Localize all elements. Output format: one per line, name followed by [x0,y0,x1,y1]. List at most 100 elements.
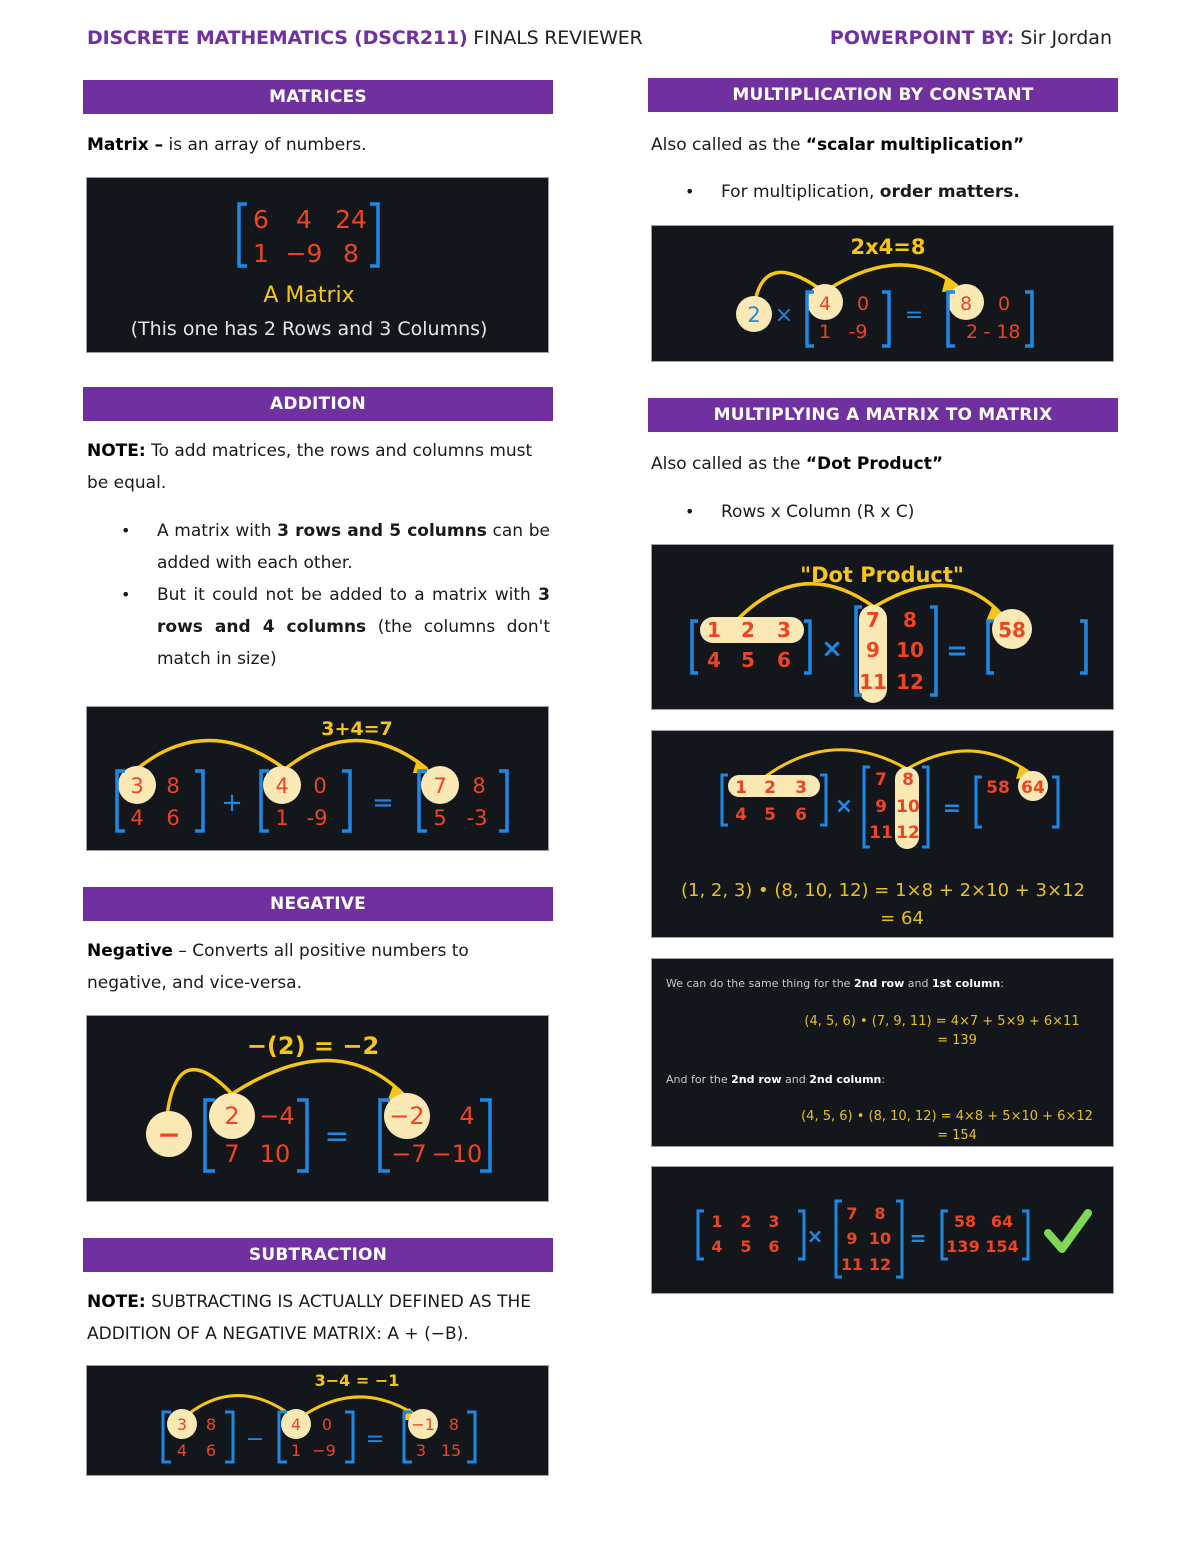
subtraction-figure: 3−4 = −1 − = 3 8 4 6 4 0 1 −9 −1 8 3 15 [86,1365,549,1476]
svg-text:10: 10 [896,638,924,662]
svg-text:9: 9 [846,1229,857,1248]
svg-text:8: 8 [903,608,917,632]
svg-text:8: 8 [874,1204,885,1223]
svg-text:10: 10 [869,1229,891,1248]
multiply-operator: × [775,303,793,328]
svg-text:58: 58 [954,1212,976,1231]
svg-text:6: 6 [795,805,807,825]
svg-text:−10: −10 [432,1140,483,1168]
formula-line: (1, 2, 3) • (8, 10, 12) = 1×8 + 2×10 + 3… [681,880,1085,901]
svg-text:10: 10 [896,797,920,817]
svg-text:3: 3 [777,618,791,642]
equals-operator: = [910,1226,927,1250]
formula-line: (4, 5, 6) • (8, 10, 12) = 4×8 + 5×10 + 6… [801,1109,1093,1124]
svg-text:2: 2 [741,618,755,642]
svg-text:4: 4 [459,1102,474,1130]
subtraction-note: NOTE: SUBTRACTING IS ACTUALLY DEFINED AS… [87,1286,550,1350]
subtraction-label: 3−4 = −1 [315,1371,400,1390]
svg-text:0: 0 [857,293,869,315]
svg-text:4: 4 [711,1237,722,1256]
svg-text:4: 4 [177,1441,187,1460]
svg-text:8: 8 [902,770,914,790]
checkmark-icon [1044,1209,1092,1253]
multiply-operator: × [807,1224,824,1248]
addition-bullets: A matrix with 3 rows and 5 columns can b… [87,515,550,675]
svg-text:9: 9 [866,638,880,662]
svg-text:1: 1 [275,806,288,830]
svg-text:4: 4 [819,293,831,315]
addition-figure: 3+4=7 + = 3 8 4 6 4 0 1 -9 7 8 5 -3 [86,706,549,851]
equals-operator: = [905,303,923,328]
svg-text:3: 3 [130,774,143,798]
credit-label: POWERPOINT BY: [829,27,1015,49]
section-heading-matmul: MULTIPLYING A MATRIX TO MATRIX [648,398,1118,432]
equals-operator: = [366,1427,384,1452]
plus-operator: + [221,788,243,818]
svg-text:4: 4 [735,805,747,825]
note-label: NOTE: [87,441,146,461]
matrix-cell: 1 [253,239,269,268]
matrix-figure: 6 4 24 1 −9 8 A Matrix (This one has 2 R… [86,177,549,353]
addition-label: 3+4=7 [321,718,393,740]
bullet-item: But it could not be added to a matrix wi… [87,579,550,675]
note-text: SUBTRACTING IS ACTUALLY DEFINED AS THE A… [87,1292,532,1344]
bullet-item: For multiplication, order matters. [651,176,1114,208]
svg-text:5: 5 [764,805,776,825]
section-heading-scalar: MULTIPLICATION BY CONSTANT [648,78,1118,112]
svg-text:11: 11 [859,670,887,694]
negation-sign: − [157,1118,180,1151]
minus-operator: − [246,1427,264,1452]
document-title: DISCRETE MATHEMATICS (DSCR211) FINALS RE… [87,27,643,49]
dot-product-label: "Dot Product" [800,563,964,587]
formula-line: (4, 5, 6) • (7, 9, 11) = 4×7 + 5×9 + 6×1… [804,1014,1079,1029]
result-cell: 58 [998,618,1026,642]
equals-operator: = [946,636,968,666]
svg-text:4: 4 [291,1415,301,1434]
svg-text:15: 15 [441,1441,461,1460]
matrix-cell: 24 [335,205,367,234]
svg-text:2: 2 [224,1102,239,1130]
svg-text:1: 1 [707,618,721,642]
svg-text:7: 7 [875,770,887,790]
matrix-definition-text: is an array of numbers. [163,135,367,155]
multiply-operator: × [821,634,843,664]
svg-text:5: 5 [433,806,446,830]
svg-text:-3: -3 [467,806,488,830]
svg-text:−9: −9 [312,1441,336,1460]
scalar-figure: 2x4=8 2 × = 4 0 1 -9 8 0 2 - 18 [651,225,1114,362]
matrix-subcaption: (This one has 2 Rows and 3 Columns) [131,318,488,340]
svg-text:1: 1 [711,1212,722,1231]
svg-text:7: 7 [846,1204,857,1223]
svg-text:3: 3 [795,778,807,798]
column-highlight [895,767,919,849]
svg-text:- 18: - 18 [983,321,1020,343]
svg-text:4: 4 [275,774,288,798]
svg-text:4: 4 [130,806,143,830]
svg-text:-9: -9 [849,321,868,343]
note-label: NOTE: [87,1292,146,1312]
svg-text:-9: -9 [307,806,328,830]
scalar-intro: Also called as the “scalar multiplicatio… [651,135,1025,155]
credit-author: Sir Jordan [1014,27,1112,49]
formula-result: = 139 [937,1033,977,1048]
reviewer-label: FINALS REVIEWER [467,27,643,49]
svg-text:−4: −4 [259,1102,294,1130]
dot-product-figure-1: "Dot Product" × = 1 2 3 4 5 6 7 8 9 10 [651,544,1114,710]
section-heading-negative: NEGATIVE [83,887,553,921]
equals-operator: = [372,788,394,818]
svg-text:0: 0 [998,293,1010,315]
svg-text:5: 5 [741,648,755,672]
svg-text:0: 0 [322,1415,332,1434]
matmul-intro: Also called as the “Dot Product” [651,454,944,474]
note-text: To add matrices, the rows and columns mu… [87,441,533,493]
multiply-operator: × [835,794,853,819]
svg-text:8: 8 [449,1415,459,1434]
document-credit: POWERPOINT BY: Sir Jordan [830,27,1112,49]
svg-text:5: 5 [740,1237,751,1256]
bullet-item: A matrix with 3 rows and 5 columns can b… [87,515,550,579]
matrix-term: Matrix – [87,135,164,155]
row-highlight [700,617,804,643]
svg-text:8: 8 [960,293,972,315]
svg-text:12: 12 [869,1255,891,1274]
svg-text:3: 3 [177,1415,187,1434]
